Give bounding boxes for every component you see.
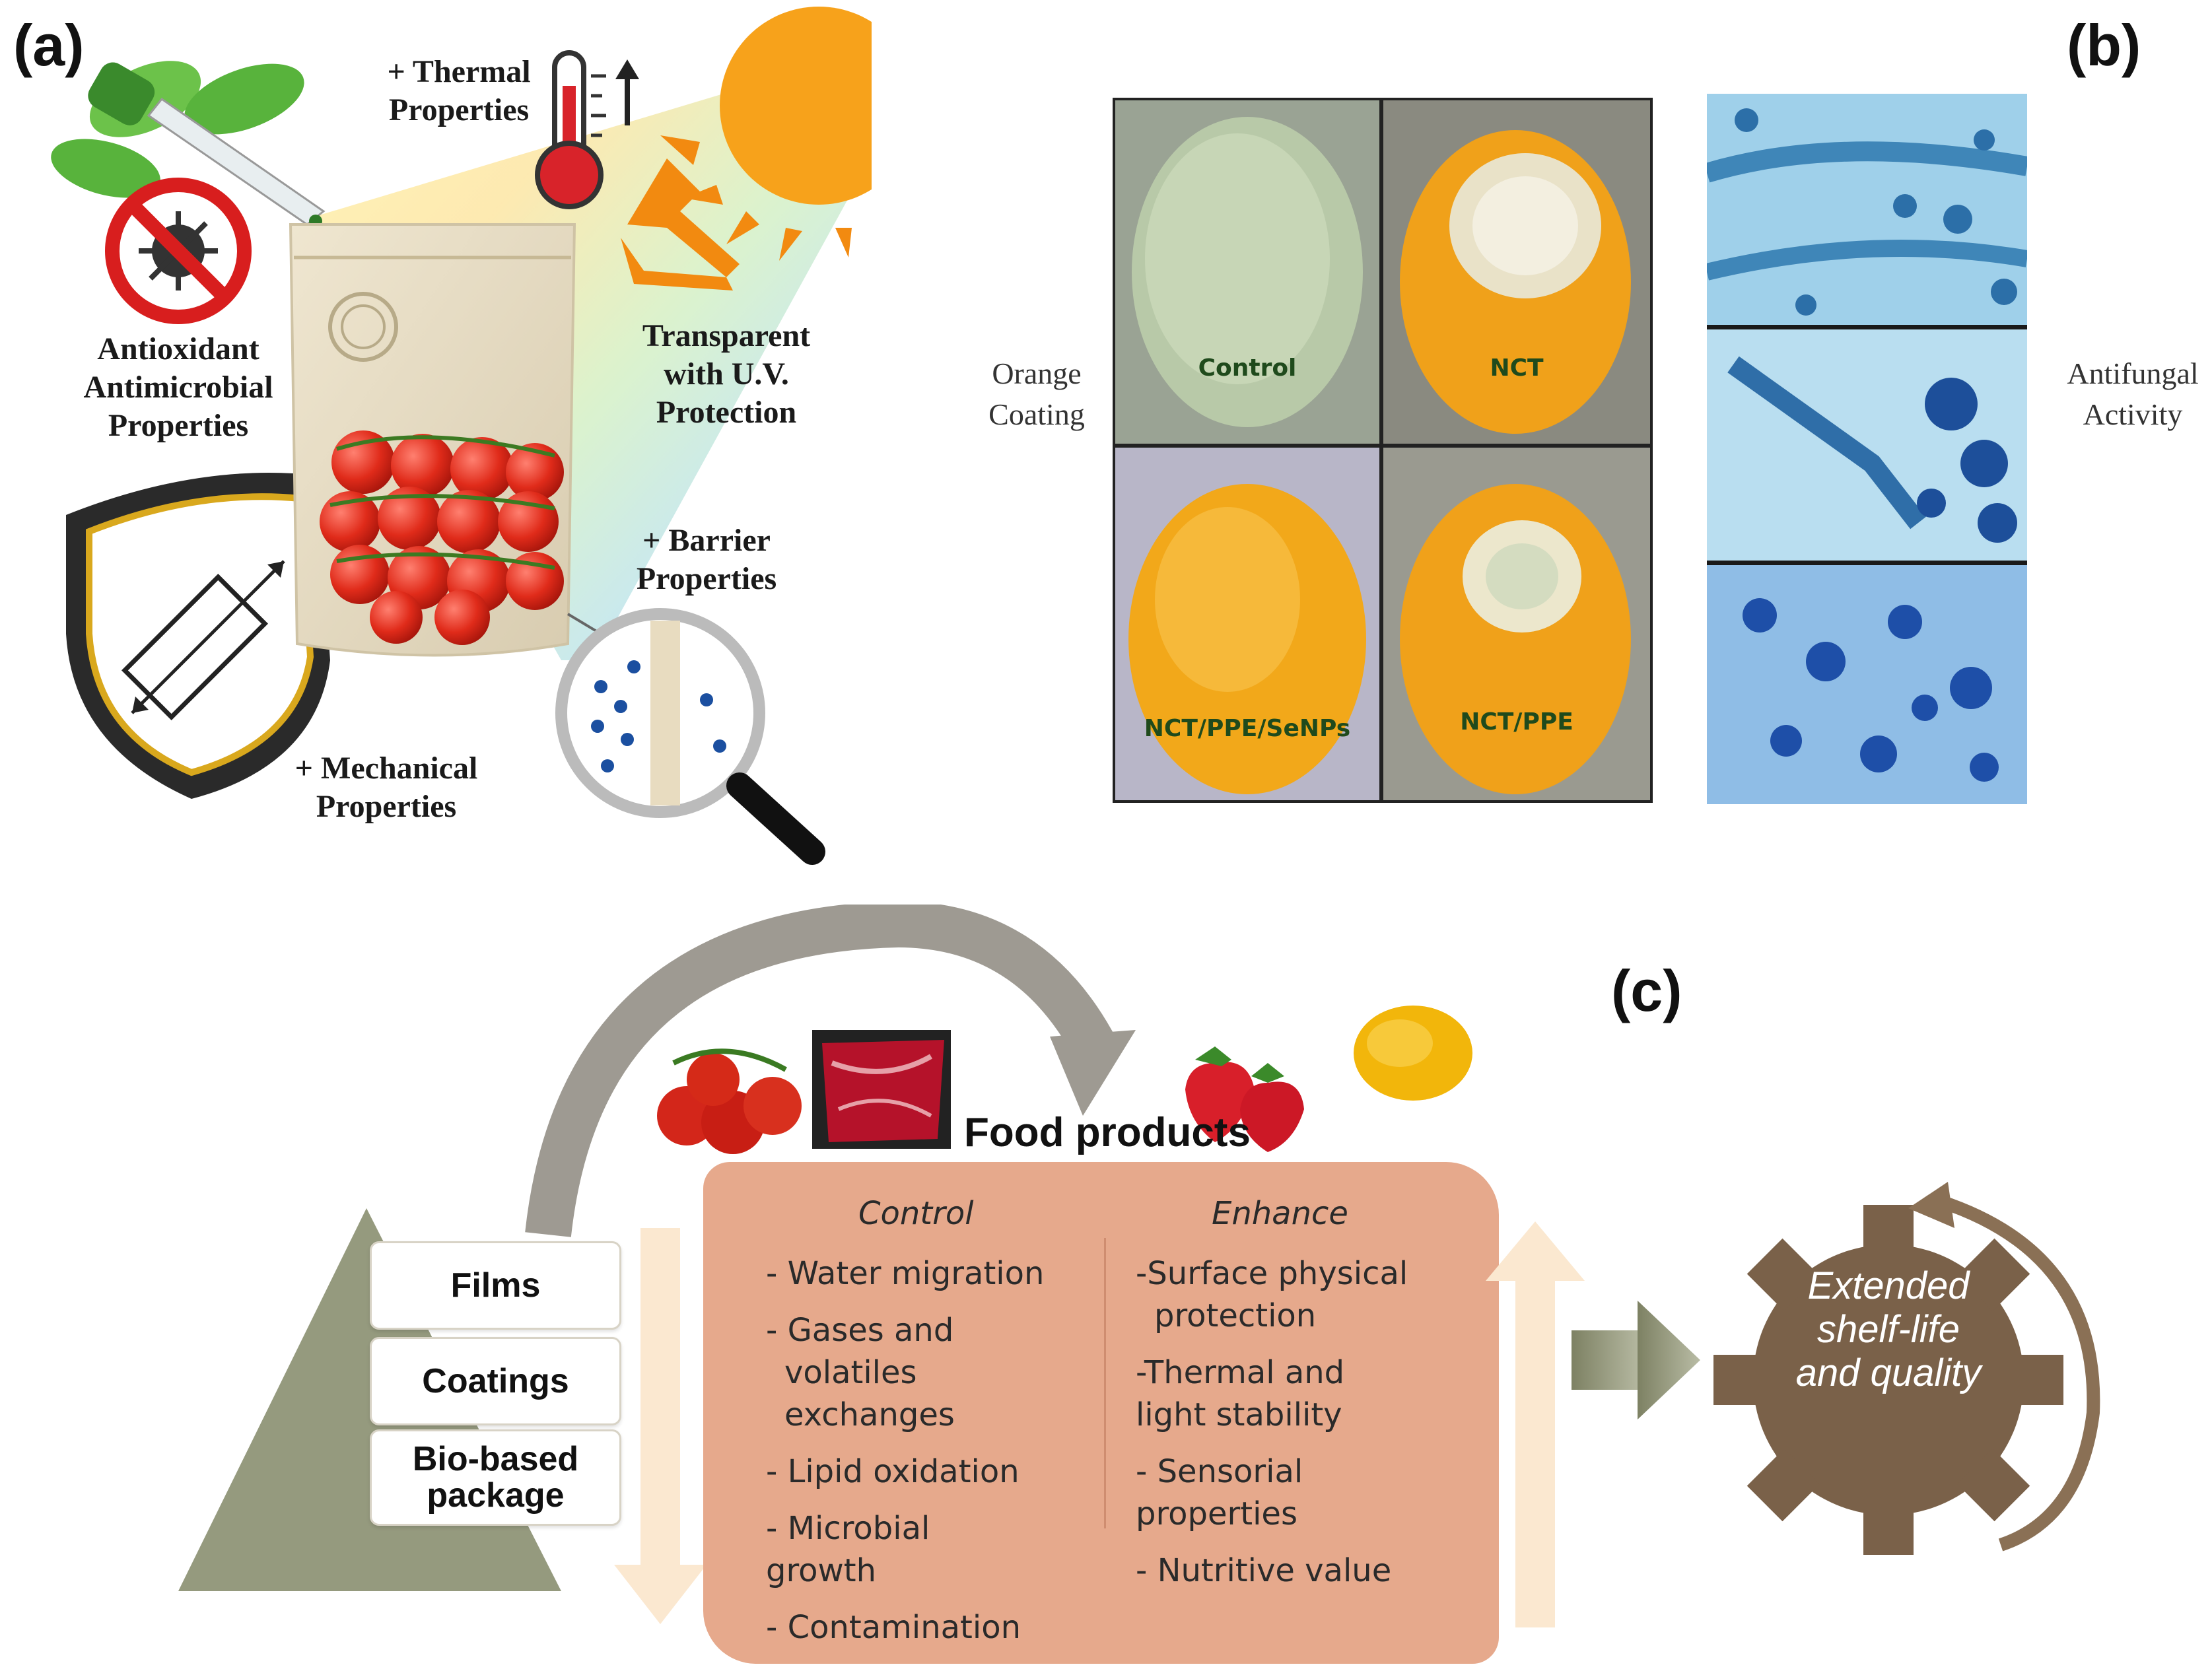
food-products-title: Food products	[964, 1110, 1251, 1155]
up-arrow-icon	[1486, 1221, 1585, 1627]
photo-nct: NCT	[1383, 100, 1650, 444]
control-item: growth	[766, 1552, 877, 1589]
antifungal-microscopy-strip	[1704, 94, 2029, 804]
control-item: - Water migration	[766, 1255, 1045, 1292]
control-item: exchanges	[784, 1396, 955, 1433]
enhance-item: - Nutritive value	[1136, 1552, 1392, 1589]
photo-nct-ppe-senps: NCT/PPE/SeNPs	[1115, 448, 1379, 800]
control-item: - Microbial	[766, 1510, 930, 1547]
down-arrow-icon	[614, 1228, 707, 1624]
enhance-item: properties	[1136, 1495, 1297, 1532]
panel-c-letter: (c)	[1611, 958, 1682, 1023]
photo-label-nct-ppe: NCT/PPE	[1460, 708, 1573, 735]
pyramid-coatings: Coatings	[370, 1337, 621, 1425]
packaging-illustration	[51, 7, 872, 865]
thermometer-icon	[535, 50, 639, 209]
enhance-item: protection	[1154, 1297, 1317, 1334]
enhance-item: light stability	[1136, 1396, 1342, 1433]
shield-icon	[66, 473, 330, 799]
photo-control: Control	[1115, 100, 1379, 444]
dropper-icon	[51, 61, 326, 228]
panel-b-letter: (b)	[2067, 13, 2141, 78]
control-item: - Lipid oxidation	[766, 1453, 1020, 1490]
food-products-box	[703, 1162, 1499, 1664]
control-list: - Water migration - Gases and volatiles …	[766, 1252, 1109, 1649]
enhance-heading: Enhance	[1212, 1195, 1348, 1232]
enhance-item: - Sensorial	[1136, 1453, 1303, 1490]
photo-label-nct: NCT	[1490, 355, 1544, 382]
enhance-item: -Surface physical	[1136, 1255, 1408, 1292]
control-item: - Gases and	[766, 1312, 954, 1349]
thermal-properties-label: + Thermal Properties	[387, 54, 531, 127]
panel-a-letter: (a)	[13, 13, 85, 78]
pyramid-films: Films	[370, 1241, 621, 1330]
food-images	[657, 1006, 1472, 1154]
gear-icon	[1713, 1182, 2100, 1555]
orange-coating-label: Orange Coating	[988, 357, 1085, 431]
control-item: volatiles	[784, 1354, 917, 1391]
orange-coating-photo-grid: Control NCT NCT/PPE/SeNPs NCT/PPE	[1113, 98, 1653, 803]
meat-icon	[812, 1030, 951, 1149]
lemon-icon	[1354, 1006, 1472, 1101]
antioxidant-antimicrobial-label: Antioxidant Antimicrobial Properties	[83, 331, 273, 443]
sun-icon	[660, 7, 872, 261]
photo-label-control: Control	[1198, 355, 1297, 382]
antifungal-activity-label: Antifungal Activity	[2067, 357, 2199, 431]
gear-label: Extended shelf-life and quality	[1795, 1264, 1982, 1394]
enhance-item: -Thermal and	[1136, 1354, 1345, 1391]
strawberry-icon	[1185, 1046, 1304, 1152]
no-microbe-icon	[105, 178, 252, 324]
control-heading: Control	[858, 1195, 974, 1232]
tomato-vine-icon	[657, 1048, 802, 1154]
light-beam	[310, 56, 848, 660]
uv-arrow-icon	[621, 158, 740, 291]
magnifier-icon	[555, 608, 825, 865]
transparent-uv-label: Transparent with U.V. Protection	[642, 318, 811, 430]
control-item: - Contamination	[766, 1609, 1021, 1646]
column-divider	[1104, 1238, 1106, 1528]
photo-nct-ppe: NCT/PPE	[1383, 448, 1650, 800]
barrier-properties-label: + Barrier Properties	[636, 523, 777, 596]
photo-label-nct-ppe-senps: NCT/PPE/SeNPs	[1144, 715, 1351, 742]
enhance-list: -Surface physical protection -Thermal an…	[1136, 1252, 1479, 1592]
mechanical-properties-label: + Mechanical Properties	[294, 751, 478, 824]
right-arrow-icon	[1572, 1301, 1700, 1419]
curved-arrow-icon	[525, 905, 1136, 1237]
tomatoes-icon	[320, 430, 564, 645]
pyramid-bio-based-package: Bio-based package	[370, 1429, 621, 1526]
